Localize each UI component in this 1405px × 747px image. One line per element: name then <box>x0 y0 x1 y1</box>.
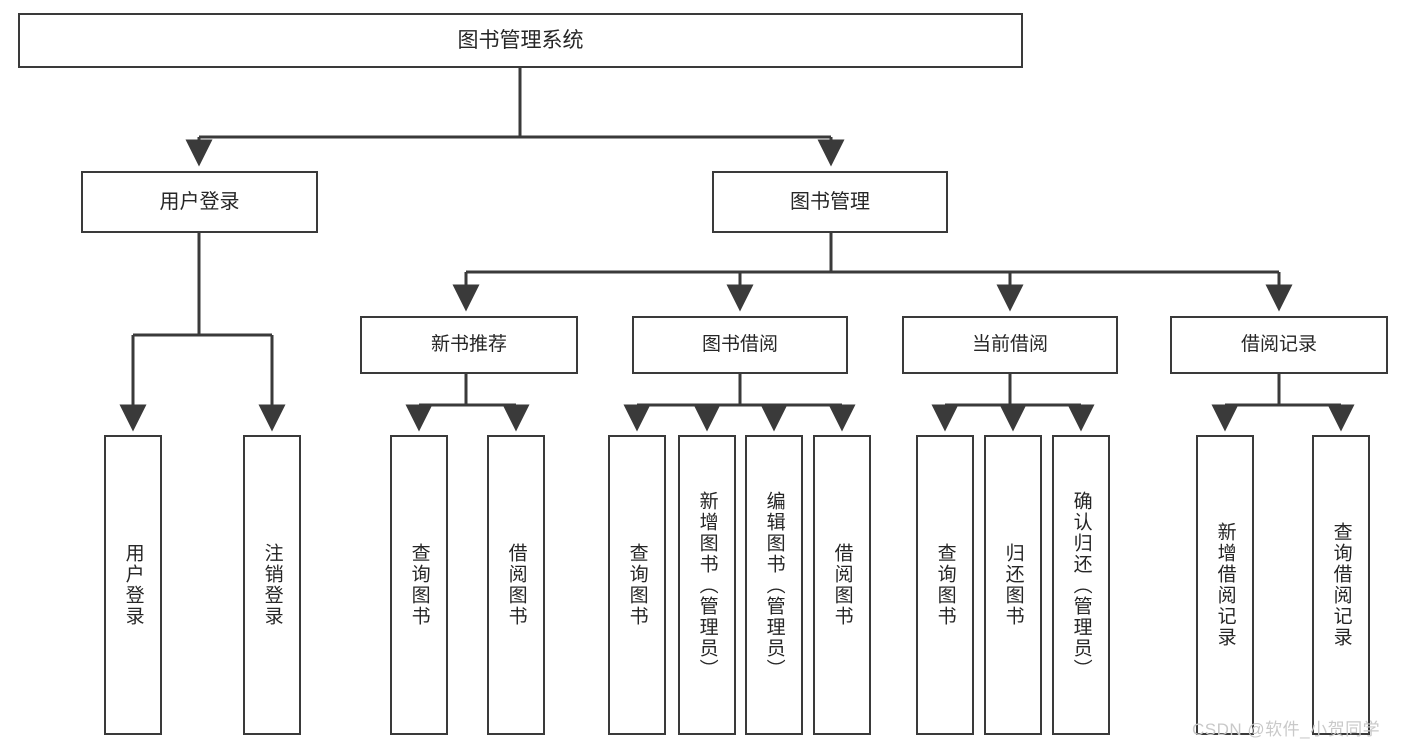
node-leaf-return-book-label: 归还图书 <box>1002 543 1024 627</box>
node-root[interactable]: 图书管理系统 <box>18 13 1023 68</box>
node-leaf-query-book-cur-label: 查询图书 <box>934 543 956 627</box>
node-leaf-user-login[interactable]: 用户登录 <box>104 435 162 735</box>
node-borrow-record[interactable]: 借阅记录 <box>1170 316 1388 374</box>
node-leaf-borrow-book-rec[interactable]: 借阅图书 <box>487 435 545 735</box>
node-leaf-user-login-label: 用户登录 <box>122 543 144 627</box>
node-leaf-borrow-book[interactable]: 借阅图书 <box>813 435 871 735</box>
node-leaf-confirm-return-label: 确认归还（管理员） <box>1070 490 1092 680</box>
csdn-watermark: CSDN @软件_小贺同学 <box>1192 720 1381 739</box>
node-leaf-logout-label: 注销登录 <box>261 543 283 627</box>
node-book-manage-label: 图书管理 <box>790 190 870 213</box>
node-leaf-edit-book-label: 编辑图书（管理员） <box>763 490 785 680</box>
node-current-borrow-label: 当前借阅 <box>971 334 1048 356</box>
node-leaf-confirm-return[interactable]: 确认归还（管理员） <box>1052 435 1110 735</box>
node-root-label: 图书管理系统 <box>457 28 584 52</box>
node-leaf-query-book-borrow[interactable]: 查询图书 <box>608 435 666 735</box>
node-leaf-query-book-borrow-label: 查询图书 <box>626 543 648 627</box>
node-new-book-rec[interactable]: 新书推荐 <box>360 316 578 374</box>
node-leaf-add-book-label: 新增图书（管理员） <box>696 490 718 680</box>
node-leaf-query-book-rec-label: 查询图书 <box>408 543 430 627</box>
node-new-book-rec-label: 新书推荐 <box>430 334 507 356</box>
node-leaf-borrow-book-rec-label: 借阅图书 <box>505 543 527 627</box>
node-leaf-borrow-book-label: 借阅图书 <box>831 543 853 627</box>
node-leaf-return-book[interactable]: 归还图书 <box>984 435 1042 735</box>
node-leaf-query-record[interactable]: 查询借阅记录 <box>1312 435 1370 735</box>
node-leaf-logout[interactable]: 注销登录 <box>243 435 301 735</box>
node-book-manage[interactable]: 图书管理 <box>712 171 948 233</box>
node-book-borrow[interactable]: 图书借阅 <box>632 316 848 374</box>
node-book-borrow-label: 图书借阅 <box>701 334 778 356</box>
node-leaf-add-record[interactable]: 新增借阅记录 <box>1196 435 1254 735</box>
node-leaf-query-record-label: 查询借阅记录 <box>1330 522 1352 648</box>
node-leaf-query-book-cur[interactable]: 查询图书 <box>916 435 974 735</box>
node-borrow-record-label: 借阅记录 <box>1240 334 1317 356</box>
node-leaf-add-record-label: 新增借阅记录 <box>1214 522 1236 648</box>
node-leaf-query-book-rec[interactable]: 查询图书 <box>390 435 448 735</box>
node-leaf-edit-book[interactable]: 编辑图书（管理员） <box>745 435 803 735</box>
node-leaf-add-book[interactable]: 新增图书（管理员） <box>678 435 736 735</box>
node-user-login-label: 用户登录 <box>159 190 240 213</box>
node-current-borrow[interactable]: 当前借阅 <box>902 316 1118 374</box>
node-user-login[interactable]: 用户登录 <box>81 171 318 233</box>
